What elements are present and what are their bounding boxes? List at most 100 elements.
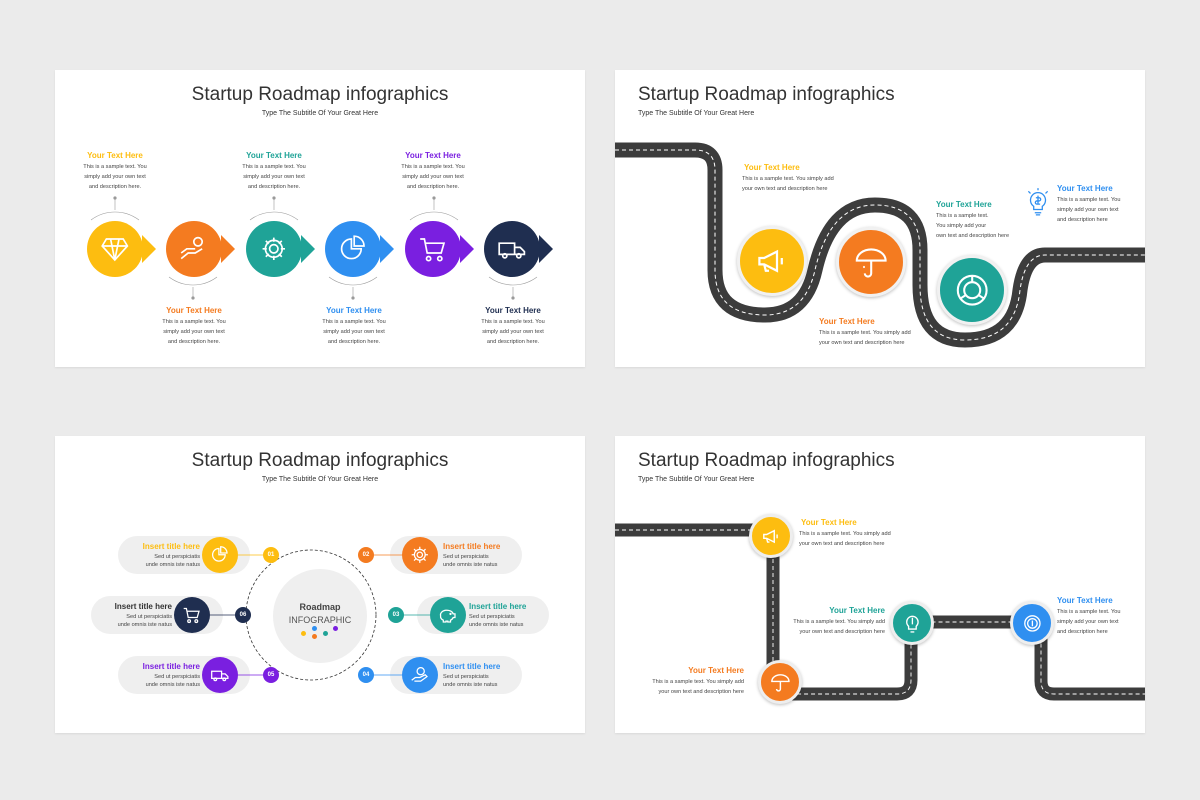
delivery-truck-icon	[209, 664, 231, 686]
road-stop-1-heading: Your Text Here	[801, 518, 857, 527]
slide-subtitle: Type The Subtitle Of Your Great Here	[261, 110, 379, 117]
slide-subtitle: Type The Subtitle Of Your Great Here	[261, 476, 379, 483]
winding-road	[615, 142, 1145, 348]
step-6-heading: Your Text Here	[485, 306, 541, 315]
milestone-1-heading: Your Text Here	[744, 163, 800, 172]
number-badge-01: 01	[263, 547, 279, 563]
step-1-heading: Your Text Here	[87, 151, 143, 160]
item-6-title: Insert title here	[114, 602, 172, 611]
road-stop-3-circle[interactable]	[1010, 601, 1054, 645]
decor-dot	[333, 626, 338, 631]
milestone-3-circle[interactable]	[937, 255, 1007, 325]
milestone-2-heading: Your Text Here	[819, 317, 875, 326]
lightbulb-dollar-icon	[1025, 187, 1051, 217]
milestone-3-desc: This is a sample text.You simply add you…	[936, 213, 1010, 239]
umbrella-dollar-icon	[852, 243, 890, 281]
step-3-circle[interactable]	[246, 221, 302, 277]
gear-icon	[257, 232, 291, 266]
step-2-circle[interactable]	[166, 221, 222, 277]
number-badge-02: 02	[358, 547, 374, 563]
item-3-icon-circle[interactable]	[430, 597, 466, 633]
item-4-title: Insert title here	[443, 662, 501, 671]
diamond-icon	[98, 232, 132, 266]
slide-winding-road: Startup Roadmap infographics Type The Su…	[615, 70, 1145, 367]
item-1-icon-circle[interactable]	[202, 537, 238, 573]
circle-connectors	[210, 549, 430, 681]
decor-dot	[312, 634, 317, 639]
piggy-bank-icon	[437, 604, 459, 626]
megaphone-icon	[753, 242, 791, 280]
road-stop-2-heading: Your Text Here	[829, 606, 885, 615]
step-3-heading: Your Text Here	[246, 151, 302, 160]
step-4-circle[interactable]	[325, 221, 381, 277]
slide-title: Startup Roadmap infographics	[191, 450, 449, 471]
pie-chart-icon	[209, 544, 231, 566]
center-hub: Roadmap INFOGRAPHIC	[273, 569, 367, 663]
dollar-coin-icon	[1021, 612, 1044, 635]
step-road	[615, 523, 1145, 701]
dollar-chart-icon	[953, 271, 991, 309]
item-2-title: Insert title here	[443, 542, 501, 551]
step-1-circle[interactable]	[87, 221, 143, 277]
slide-title: Startup Roadmap infographics	[638, 84, 895, 105]
pie-chart-icon	[336, 232, 370, 266]
decor-dot	[323, 631, 328, 636]
milestone-4-heading: Your Text Here	[1057, 184, 1113, 193]
item-2-icon-circle[interactable]	[402, 537, 438, 573]
milestone-3-heading: Your Text Here	[936, 200, 992, 209]
umbrella-dollar-icon	[769, 671, 792, 694]
road-stop-2-circle[interactable]	[890, 601, 934, 645]
item-5-title: Insert title here	[142, 662, 200, 671]
step-5-circle[interactable]	[405, 221, 461, 277]
item-3-title: Insert title here	[469, 602, 527, 611]
road-stop-4-circle[interactable]	[758, 660, 802, 704]
step-5-heading: Your Text Here	[405, 151, 461, 160]
slide-title: Startup Roadmap infographics	[638, 450, 895, 471]
number-badge-05: 05	[263, 667, 279, 683]
item-5-icon-circle[interactable]	[202, 657, 238, 693]
item-1-title: Insert title here	[142, 542, 200, 551]
delivery-truck-icon	[495, 232, 529, 266]
slide-step-road: Startup Roadmap infographics Type The Su…	[615, 436, 1145, 733]
item-6-icon-circle[interactable]	[174, 597, 210, 633]
road-stop-1-circle[interactable]	[749, 514, 793, 558]
step-4-heading: Your Text Here	[326, 306, 382, 315]
connector-lines	[90, 196, 553, 300]
milestone-1-circle[interactable]	[737, 226, 807, 296]
slide-circular-roadmap: Startup Roadmap infographics Type The Su…	[55, 436, 585, 733]
item-4-icon-circle[interactable]	[402, 657, 438, 693]
slide-title: Startup Roadmap infographics	[191, 84, 449, 105]
number-badge-03: 03	[388, 607, 404, 623]
megaphone-icon	[760, 525, 783, 548]
center-title: Roadmap	[299, 601, 341, 612]
hand-money-icon	[177, 232, 211, 266]
hand-dollar-icon	[409, 664, 431, 686]
lightbulb-dollar-icon	[901, 612, 924, 635]
cart-icon	[416, 232, 450, 266]
decor-dot	[301, 631, 306, 636]
number-badge-04: 04	[358, 667, 374, 683]
decor-dot	[312, 626, 317, 631]
step-6-circle[interactable]	[484, 221, 540, 277]
gear-icon	[409, 544, 431, 566]
road-stop-3-heading: Your Text Here	[1057, 596, 1113, 605]
step-2-heading: Your Text Here	[166, 306, 222, 315]
milestone-2-circle[interactable]	[836, 227, 906, 297]
center-subtitle: INFOGRAPHIC	[288, 614, 352, 625]
